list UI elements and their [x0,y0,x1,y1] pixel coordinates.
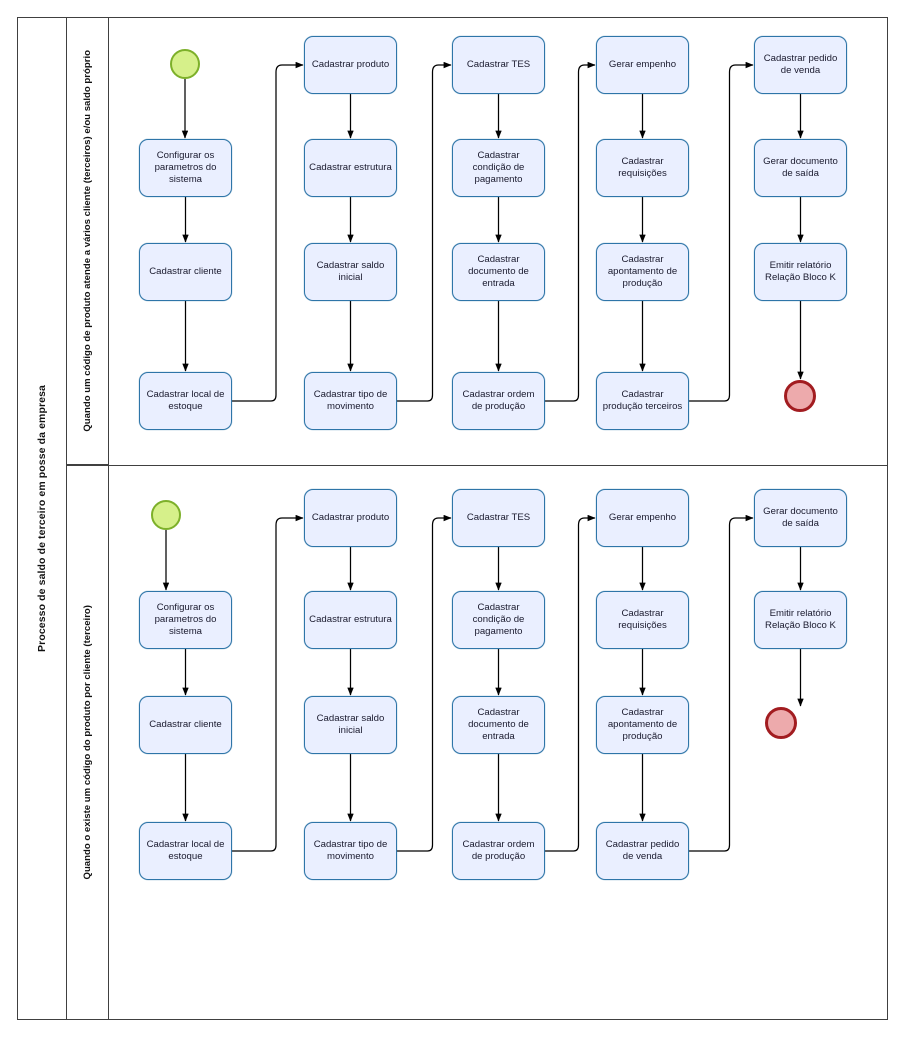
task-label: Cadastrar saldo inicial [316,712,385,736]
task-label: Configurar os parametros do sistema [154,149,217,186]
connector [545,61,596,402]
task-lane2-c4-r1[interactable]: Emitir relatório Relação Bloco K [754,591,847,649]
task-label: Cadastrar produção terceiros [602,388,683,412]
lane-divider [67,464,888,466]
connector [397,61,452,402]
task-label: Cadastrar ordem de produção [462,838,535,862]
task-lane1-c1-r2[interactable]: Cadastrar saldo inicial [304,243,397,301]
task-label: Cadastrar apontamento de produção [607,253,678,290]
task-lane1-c0-r2[interactable]: Cadastrar local de estoque [139,372,232,430]
task-label: Cadastrar ordem de produção [462,388,535,412]
task-label: Cadastrar estrutura [309,613,392,625]
task-label: Gerar documento de saída [763,155,838,179]
task-lane2-c1-r1[interactable]: Cadastrar estrutura [304,591,397,649]
task-lane1-c4-r2[interactable]: Emitir relatório Relação Bloco K [754,243,847,301]
task-lane2-c0-r1[interactable]: Cadastrar cliente [139,696,232,754]
task-lane2-c3-r3[interactable]: Cadastrar pedido de venda [596,822,689,880]
task-label: Cadastrar apontamento de produção [607,706,678,743]
task-lane1-c0-r0[interactable]: Configurar os parametros do sistema [139,139,232,197]
task-lane2-c0-r2[interactable]: Cadastrar local de estoque [139,822,232,880]
task-lane2-c2-r3[interactable]: Cadastrar ordem de produção [452,822,545,880]
task-label: Cadastrar tipo de movimento [313,388,388,412]
task-label: Cadastrar produto [311,511,390,523]
task-label: Cadastrar produto [311,58,390,70]
task-lane1-c3-r1[interactable]: Cadastrar requisições [596,139,689,197]
pool-title: Processo de saldo de terceiro em posse d… [17,17,67,1020]
task-lane1-c3-r2[interactable]: Cadastrar apontamento de produção [596,243,689,301]
task-label: Cadastrar cliente [149,718,222,730]
task-label: Cadastrar TES [466,58,531,70]
task-lane2-c0-r0[interactable]: Configurar os parametros do sistema [139,591,232,649]
task-label: Emitir relatório Relação Bloco K [765,259,836,283]
connector [689,514,754,852]
task-label: Emitir relatório Relação Bloco K [765,607,836,631]
end-event-lane2[interactable] [765,707,797,739]
task-label: Cadastrar documento de entrada [468,706,529,743]
start-event-lane1[interactable] [170,49,200,79]
task-lane1-c4-r0[interactable]: Cadastrar pedido de venda [754,36,847,94]
task-lane2-c1-r2[interactable]: Cadastrar saldo inicial [304,696,397,754]
connector [397,514,452,852]
task-lane2-c3-r2[interactable]: Cadastrar apontamento de produção [596,696,689,754]
task-lane1-c2-r1[interactable]: Cadastrar condição de pagamento [452,139,545,197]
task-label: Cadastrar condição de pagamento [472,149,525,186]
task-lane1-c1-r3[interactable]: Cadastrar tipo de movimento [304,372,397,430]
task-label: Cadastrar requisições [618,607,667,631]
task-label: Cadastrar local de estoque [146,388,225,412]
task-lane1-c3-r0[interactable]: Gerar empenho [596,36,689,94]
task-label: Cadastrar local de estoque [146,838,225,862]
start-event-lane2[interactable] [151,500,181,530]
task-lane1-c3-r3[interactable]: Cadastrar produção terceiros [596,372,689,430]
task-label: Cadastrar pedido de venda [763,52,838,76]
task-label: Gerar empenho [608,58,677,70]
connector [545,514,596,852]
connector [689,61,754,402]
task-lane2-c3-r1[interactable]: Cadastrar requisições [596,591,689,649]
task-label: Cadastrar estrutura [309,161,392,173]
task-lane2-c2-r2[interactable]: Cadastrar documento de entrada [452,696,545,754]
task-label: Gerar empenho [608,511,677,523]
task-lane1-c0-r1[interactable]: Cadastrar cliente [139,243,232,301]
task-lane2-c2-r1[interactable]: Cadastrar condição de pagamento [452,591,545,649]
task-label: Cadastrar tipo de movimento [313,838,388,862]
task-lane2-c2-r0[interactable]: Cadastrar TES [452,489,545,547]
connector [232,514,304,852]
task-lane1-c4-r1[interactable]: Gerar documento de saída [754,139,847,197]
task-label: Cadastrar saldo inicial [316,259,385,283]
task-lane2-c1-r0[interactable]: Cadastrar produto [304,489,397,547]
task-lane1-c2-r2[interactable]: Cadastrar documento de entrada [452,243,545,301]
task-label: Gerar documento de saída [763,505,838,529]
task-lane2-c1-r3[interactable]: Cadastrar tipo de movimento [304,822,397,880]
lane-label-2: Quando o existe um código do produto por… [67,465,109,1020]
task-label: Cadastrar requisições [618,155,667,179]
task-lane1-c2-r3[interactable]: Cadastrar ordem de produção [452,372,545,430]
task-label: Cadastrar condição de pagamento [472,601,525,638]
task-lane1-c1-r0[interactable]: Cadastrar produto [304,36,397,94]
end-event-lane1[interactable] [784,380,816,412]
task-label: Cadastrar pedido de venda [605,838,680,862]
task-lane1-c2-r0[interactable]: Cadastrar TES [452,36,545,94]
task-lane1-c1-r1[interactable]: Cadastrar estrutura [304,139,397,197]
task-label: Configurar os parametros do sistema [154,601,217,638]
connector [232,61,304,402]
task-label: Cadastrar TES [466,511,531,523]
task-label: Cadastrar documento de entrada [468,253,529,290]
task-lane2-c4-r0[interactable]: Gerar documento de saída [754,489,847,547]
task-lane2-c3-r0[interactable]: Gerar empenho [596,489,689,547]
task-label: Cadastrar cliente [149,265,222,277]
